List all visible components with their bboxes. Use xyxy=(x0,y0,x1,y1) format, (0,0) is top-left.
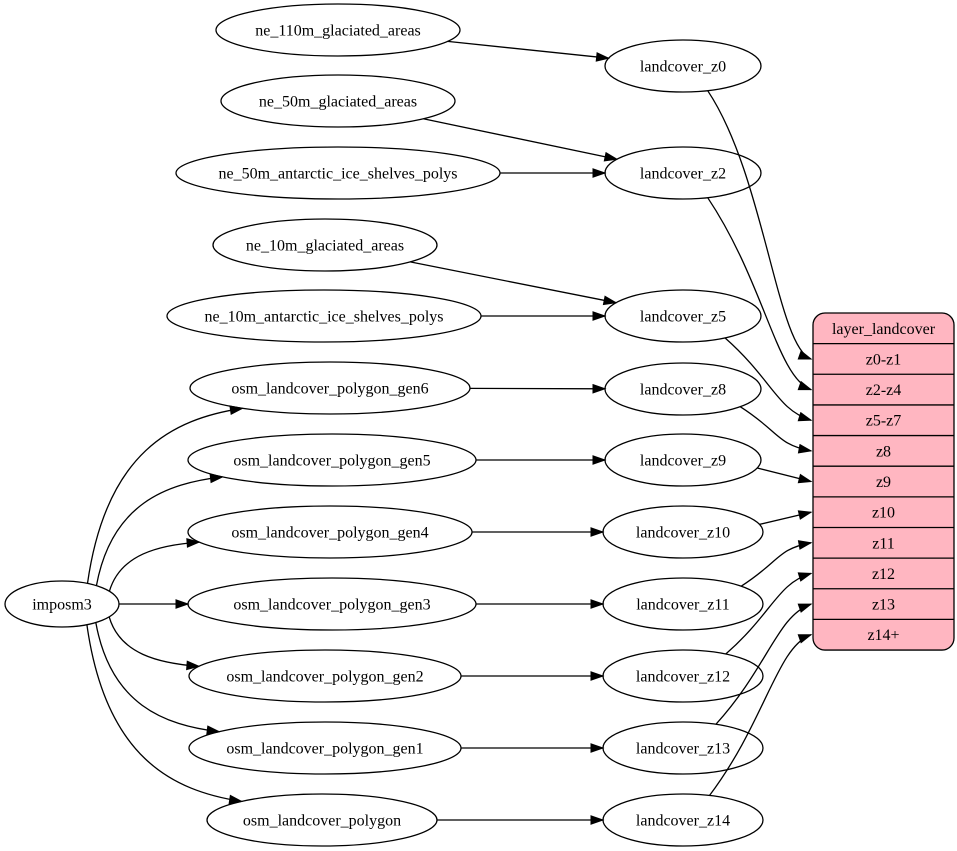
table-outline xyxy=(812,312,955,651)
node-landcover_z8: landcover_z8 xyxy=(604,362,762,416)
node-label: ne_10m_antarctic_ice_shelves_polys xyxy=(204,309,443,326)
node-ne_10m_antarctic_ice_shelves_polys: ne_10m_antarctic_ice_shelves_polys xyxy=(166,289,482,343)
node-label: imposm3 xyxy=(32,597,92,614)
node-label: osm_landcover_polygon_gen6 xyxy=(231,381,428,398)
edge-landcover_z12-to-row-z12 xyxy=(725,572,813,655)
node-imposm3: imposm3 xyxy=(4,580,120,628)
table-row-label: z0-z1 xyxy=(866,351,902,368)
node-label: ne_10m_glaciated_areas xyxy=(246,238,404,255)
edges-layer xyxy=(86,40,813,825)
node-label: osm_landcover_polygon_gen3 xyxy=(233,597,430,614)
edge-landcover_z14-to-row-z14+ xyxy=(708,634,813,796)
edge-imposm3-to-osm_landcover_polygon_gen2 xyxy=(108,616,201,671)
node-label: osm_landcover_polygon xyxy=(243,813,401,830)
table-row-z13: z13 xyxy=(872,597,895,614)
node-label: ne_50m_glaciated_areas xyxy=(259,94,417,111)
node-osm_landcover_polygon_gen1: osm_landcover_polygon_gen1 xyxy=(188,721,462,775)
node-osm_landcover_polygon_gen5: osm_landcover_polygon_gen5 xyxy=(187,433,477,487)
edge-imposm3-to-osm_landcover_polygon_gen5 xyxy=(95,473,225,586)
node-label: landcover_z5 xyxy=(640,309,726,326)
node-label: landcover_z8 xyxy=(640,382,726,399)
table-row-z14+: z14+ xyxy=(867,627,899,644)
node-ellipse xyxy=(212,218,438,272)
edge-imposm3-to-osm_landcover_polygon xyxy=(86,624,244,805)
node-ne_10m_glaciated_areas: ne_10m_glaciated_areas xyxy=(212,218,438,272)
node-label: osm_landcover_polygon_gen2 xyxy=(226,669,423,686)
table-row-z2-z4: z2-z4 xyxy=(866,382,902,399)
node-label: osm_landcover_polygon_gen4 xyxy=(231,525,428,542)
edge-landcover_z10-to-row-z10 xyxy=(759,510,813,526)
node-landcover_z2: landcover_z2 xyxy=(604,146,762,200)
node-landcover_z14: landcover_z14 xyxy=(602,793,764,847)
edge-ne_10m_glaciated_areas-to-landcover_z5 xyxy=(410,261,618,306)
node-label: landcover_z0 xyxy=(640,59,726,76)
node-label: landcover_z14 xyxy=(636,813,730,830)
node-label: ne_50m_antarctic_ice_shelves_polys xyxy=(218,166,457,183)
node-label: ne_110m_glaciated_areas xyxy=(255,23,421,40)
table-row-label: z13 xyxy=(872,597,895,614)
node-landcover_z11: landcover_z11 xyxy=(602,577,764,631)
node-ne_50m_antarctic_ice_shelves_polys: ne_50m_antarctic_ice_shelves_polys xyxy=(175,146,501,200)
node-ne_110m_glaciated_areas: ne_110m_glaciated_areas xyxy=(215,3,461,57)
node-label: landcover_z10 xyxy=(636,525,730,542)
edge-ne_110m_glaciated_areas-to-landcover_z0 xyxy=(447,40,611,62)
table-row-z9: z9 xyxy=(876,474,891,491)
node-label: landcover_z2 xyxy=(640,166,726,183)
node-ellipse xyxy=(604,39,762,93)
node-landcover_z12: landcover_z12 xyxy=(602,649,764,703)
table-row-z5-z7: z5-z7 xyxy=(866,413,902,430)
edge-landcover_z11-to-row-z11 xyxy=(740,540,813,587)
table-layer_landcover: layer_landcover z0-z1 z2-z4 z5-z7 z8 z9 z10 z11… xyxy=(812,312,955,651)
edge-imposm3-to-osm_landcover_polygon_gen6 xyxy=(86,405,244,584)
table-row-label: z8 xyxy=(876,443,891,460)
node-osm_landcover_polygon_gen6: osm_landcover_polygon_gen6 xyxy=(189,361,471,415)
edge-landcover_z0-to-row-z0-z1 xyxy=(707,90,813,360)
table-title: layer_landcover xyxy=(832,321,936,338)
node-ellipse xyxy=(189,361,471,415)
table-row-z0-z1: z0-z1 xyxy=(866,351,902,368)
node-landcover_z10: landcover_z10 xyxy=(602,505,764,559)
edge-landcover_z8-to-row-z8 xyxy=(739,406,813,454)
node-osm_landcover_polygon_gen3: osm_landcover_polygon_gen3 xyxy=(187,577,477,631)
table-row-label: z9 xyxy=(876,474,891,491)
node-landcover_z0: landcover_z0 xyxy=(604,39,762,93)
node-label: osm_landcover_polygon_gen5 xyxy=(233,453,430,470)
edge-ne_50m_glaciated_areas-to-landcover_z2 xyxy=(423,118,619,162)
node-ne_50m_glaciated_areas: ne_50m_glaciated_areas xyxy=(220,74,456,128)
table-row-z10: z10 xyxy=(872,505,895,522)
node-label: landcover_z9 xyxy=(640,453,726,470)
edge-landcover_z13-to-row-z13 xyxy=(715,603,813,725)
node-landcover_z9: landcover_z9 xyxy=(604,433,762,487)
table-row-label: z14+ xyxy=(867,627,899,644)
table-layer: layer_landcover z0-z1 z2-z4 z5-z7 z8 z9 z10 z11… xyxy=(812,312,955,651)
edge-imposm3-to-osm_landcover_polygon_gen1 xyxy=(95,622,221,736)
table-row-label: z10 xyxy=(872,505,895,522)
table-row-label: z11 xyxy=(872,535,895,552)
node-label: osm_landcover_polygon_gen1 xyxy=(226,741,423,758)
node-osm_landcover_polygon_gen4: osm_landcover_polygon_gen4 xyxy=(187,505,473,559)
edge-imposm3-to-osm_landcover_polygon_gen4 xyxy=(108,538,201,592)
node-landcover_z13: landcover_z13 xyxy=(602,721,764,775)
node-label: landcover_z11 xyxy=(636,597,730,614)
table-row-z8: z8 xyxy=(876,443,891,460)
table-row-label: z2-z4 xyxy=(866,382,902,399)
edge-landcover_z2-to-row-z2-z4 xyxy=(707,197,813,391)
table-row-label: z12 xyxy=(872,566,895,583)
nodes-layer: imposm3 ne_110m_glaciated_areas ne_50m_gla… xyxy=(4,3,764,847)
node-label: landcover_z13 xyxy=(636,741,730,758)
node-ellipse xyxy=(220,74,456,128)
node-label: landcover_z12 xyxy=(636,669,730,686)
node-landcover_z5: landcover_z5 xyxy=(604,289,762,343)
node-osm_landcover_polygon_gen2: osm_landcover_polygon_gen2 xyxy=(188,649,462,703)
edge-landcover_z9-to-row-z9 xyxy=(757,467,813,484)
edge-landcover_z5-to-row-z5-z7 xyxy=(724,337,813,422)
table-row-z12: z12 xyxy=(872,566,895,583)
table-row-label: z5-z7 xyxy=(866,413,902,430)
table-row-z11: z11 xyxy=(872,535,895,552)
node-ellipse xyxy=(215,3,461,57)
